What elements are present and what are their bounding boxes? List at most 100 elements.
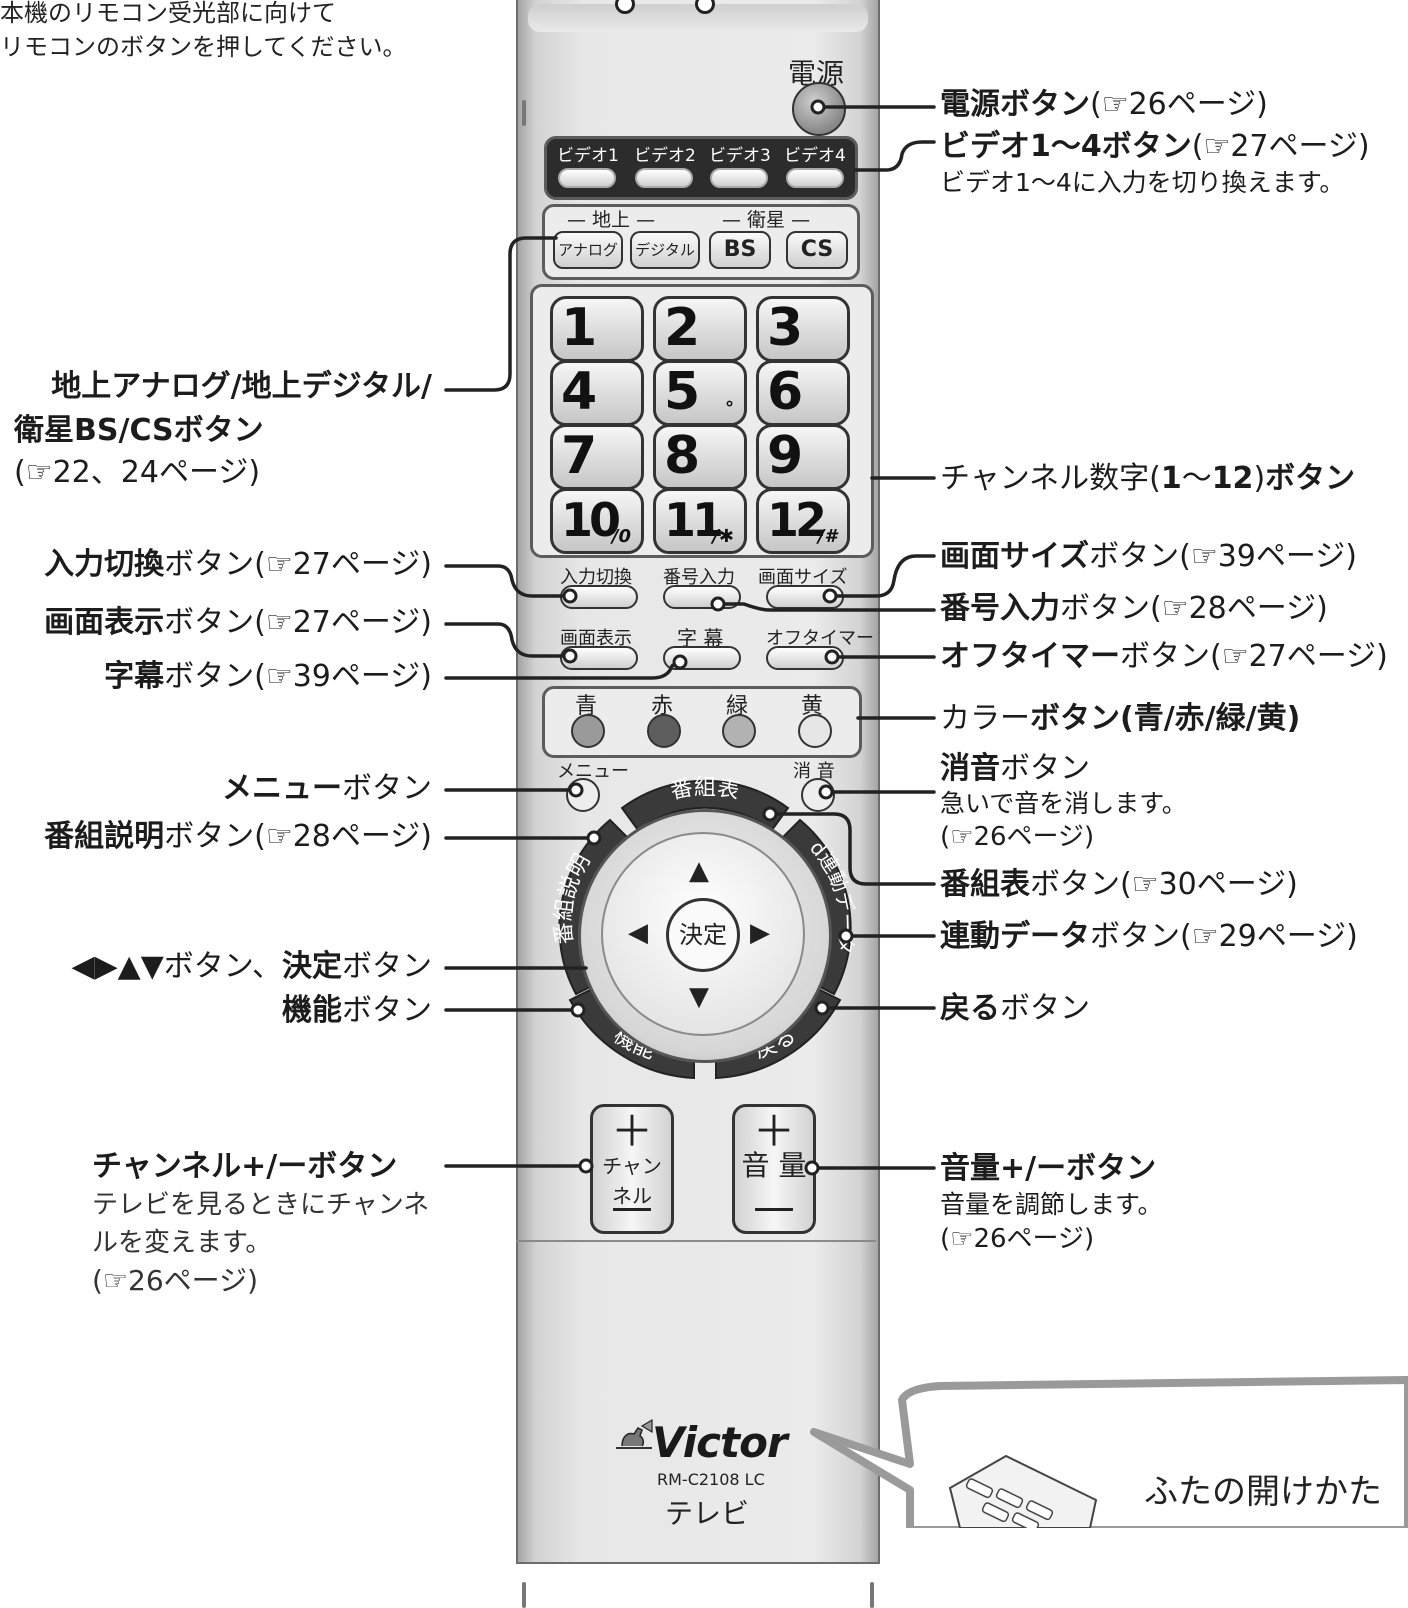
- volume-up-button[interactable]: ＋: [752, 1107, 795, 1156]
- device-label: テレビ: [665, 1497, 750, 1530]
- green-button[interactable]: [722, 714, 756, 748]
- channel-up-button[interactable]: ＋: [610, 1107, 653, 1156]
- annotation-size: 画面サイズボタン(☞39ページ): [940, 539, 1357, 574]
- annotation-func: 機能ボタン: [282, 993, 432, 1028]
- number-key-3[interactable]: 3: [756, 296, 850, 362]
- subtitle-button[interactable]: [663, 646, 741, 670]
- annotation-channel: チャンネル+/ーボタン テレビを見るときにチャンネ ルを変えます。 (☞26ペー…: [92, 1149, 430, 1297]
- red-button[interactable]: [647, 714, 681, 748]
- number-key-5[interactable]: 5°: [653, 360, 747, 426]
- off-timer-label: オフタイマー: [766, 628, 874, 649]
- number-key-suffix: /✱: [712, 526, 734, 547]
- annotation-video: ビデオ1〜4ボタン(☞27ページ) ビデオ1〜4に入力を切り換えます。: [940, 129, 1370, 197]
- side-notch: [870, 1582, 874, 1608]
- annotation-power: 電源ボタン(☞26ページ): [940, 87, 1268, 122]
- annotation-input: 入力切換ボタン(☞27ページ): [44, 547, 432, 582]
- analog-button[interactable]: アナログ: [553, 231, 623, 269]
- number-key-label: 1: [561, 298, 598, 358]
- number-key-10[interactable]: 10/0: [550, 488, 644, 554]
- screen-size-button[interactable]: [766, 585, 844, 609]
- satellite-group-label: — 衛星 —: [722, 209, 811, 231]
- video-4-button[interactable]: [786, 168, 844, 188]
- color-label-red: 赤: [651, 694, 674, 719]
- brand-logo: Victor: [652, 1418, 788, 1467]
- number-key-11[interactable]: 11/✱: [653, 488, 747, 554]
- annotation-dpad: ◀▶▲▼ボタン、決定ボタン: [71, 949, 433, 984]
- digital-button[interactable]: デジタル: [630, 231, 700, 269]
- number-key-label: 12: [767, 493, 827, 547]
- number-key-label: 8: [664, 426, 701, 486]
- volume-rocker[interactable]: ＋ 音 量 —: [732, 1104, 816, 1234]
- blue-button[interactable]: [571, 714, 605, 748]
- annotation-numinput: 番号入力ボタン(☞28ページ): [940, 591, 1328, 626]
- number-input-button[interactable]: [663, 585, 741, 609]
- annotation-color: カラーボタン(青/赤/緑/黄): [940, 701, 1301, 736]
- channel-label: チャンネル: [602, 1154, 662, 1208]
- power-button[interactable]: [792, 82, 846, 136]
- bs-button[interactable]: BS: [709, 231, 771, 269]
- number-key-suffix: /0: [611, 526, 631, 547]
- number-key-label: 11: [664, 493, 724, 547]
- number-key-12[interactable]: 12/#: [756, 488, 850, 554]
- number-key-suffix: °: [725, 398, 734, 419]
- number-key-label: 6: [767, 362, 804, 422]
- channel-rocker[interactable]: ＋ チャンネル —: [590, 1104, 674, 1234]
- number-key-label: 10: [561, 493, 621, 547]
- number-key-label: 9: [767, 426, 804, 486]
- off-timer-button[interactable]: [766, 646, 844, 670]
- number-key-1[interactable]: 1: [550, 296, 644, 362]
- color-label-yellow: 黄: [801, 694, 824, 719]
- input-switch-button[interactable]: [560, 585, 638, 609]
- video-3-button[interactable]: [710, 168, 768, 188]
- number-key-9[interactable]: 9: [756, 424, 850, 490]
- up-arrow-icon[interactable]: ▲: [689, 856, 709, 886]
- menu-label: メニュー: [557, 761, 629, 782]
- cs-button[interactable]: CS: [786, 231, 848, 269]
- annotation-info: 番組説明ボタン(☞28ページ): [44, 819, 432, 854]
- annotation-subtitle: 字幕ボタン(☞39ページ): [104, 659, 432, 694]
- number-key-2[interactable]: 2: [653, 296, 747, 362]
- number-key-suffix: /#: [817, 526, 837, 547]
- number-key-8[interactable]: 8: [653, 424, 747, 490]
- number-key-label: 5: [664, 362, 701, 422]
- terrestrial-group-label: — 地上 —: [567, 209, 656, 231]
- number-key-4[interactable]: 4: [550, 360, 644, 426]
- his-masters-voice-dog-icon: [616, 1418, 653, 1449]
- ir-emitter-icon: [615, 0, 635, 14]
- annotation-number: チャンネル数字(1〜12)ボタン: [940, 461, 1356, 496]
- instruction-note: 本機のリモコン受光部に向けて リモコンのボタンを押してください。: [0, 0, 407, 64]
- display-label: 画面表示: [560, 628, 632, 649]
- yellow-button[interactable]: [798, 714, 832, 748]
- annotation-band-line2: 衛星BS/CSボタン: [14, 413, 264, 448]
- number-key-label: 4: [561, 362, 598, 422]
- annotation-offtimer: オフタイマーボタン(☞27ページ): [940, 639, 1388, 674]
- number-key-7[interactable]: 7: [550, 424, 644, 490]
- lid-inset-bubble: [810, 1376, 1408, 1528]
- annotation-mute: 消音ボタン 急いで音を消します。 (☞26ページ): [940, 751, 1187, 852]
- number-input-label: 番号入力: [663, 567, 735, 588]
- volume-down-button[interactable]: —: [753, 1182, 795, 1231]
- video-2-button[interactable]: [635, 168, 693, 188]
- ok-button[interactable]: 決定: [666, 898, 740, 972]
- video-1-button[interactable]: [558, 168, 616, 188]
- side-notch: [522, 100, 526, 126]
- video-label-1: ビデオ1: [557, 146, 619, 166]
- annotation-volume: 音量+/ーボタン 音量を調節します。 (☞26ページ): [940, 1151, 1163, 1254]
- down-arrow-icon[interactable]: ▼: [689, 982, 709, 1012]
- annotation-data: 連動データボタン(☞29ページ): [940, 919, 1358, 954]
- model-number: RM-C2108 LC: [657, 1470, 765, 1489]
- side-notch: [522, 1582, 526, 1608]
- video-label-4: ビデオ4: [784, 146, 846, 166]
- left-arrow-icon[interactable]: ◀: [628, 918, 648, 948]
- color-label-green: 緑: [726, 694, 749, 719]
- annotation-band: 地上アナログ/地上デジタル/: [51, 369, 432, 404]
- display-button[interactable]: [560, 646, 638, 670]
- channel-down-button[interactable]: —: [611, 1182, 653, 1231]
- screen-size-label: 画面サイズ: [758, 567, 848, 588]
- right-arrow-icon[interactable]: ▶: [750, 918, 770, 948]
- guide-label: 番組表: [669, 775, 742, 804]
- annotation-menu: メニューボタン: [222, 771, 432, 806]
- number-key-label: 7: [561, 426, 598, 486]
- number-key-6[interactable]: 6: [756, 360, 850, 426]
- annotation-display: 画面表示ボタン(☞27ページ): [44, 605, 432, 640]
